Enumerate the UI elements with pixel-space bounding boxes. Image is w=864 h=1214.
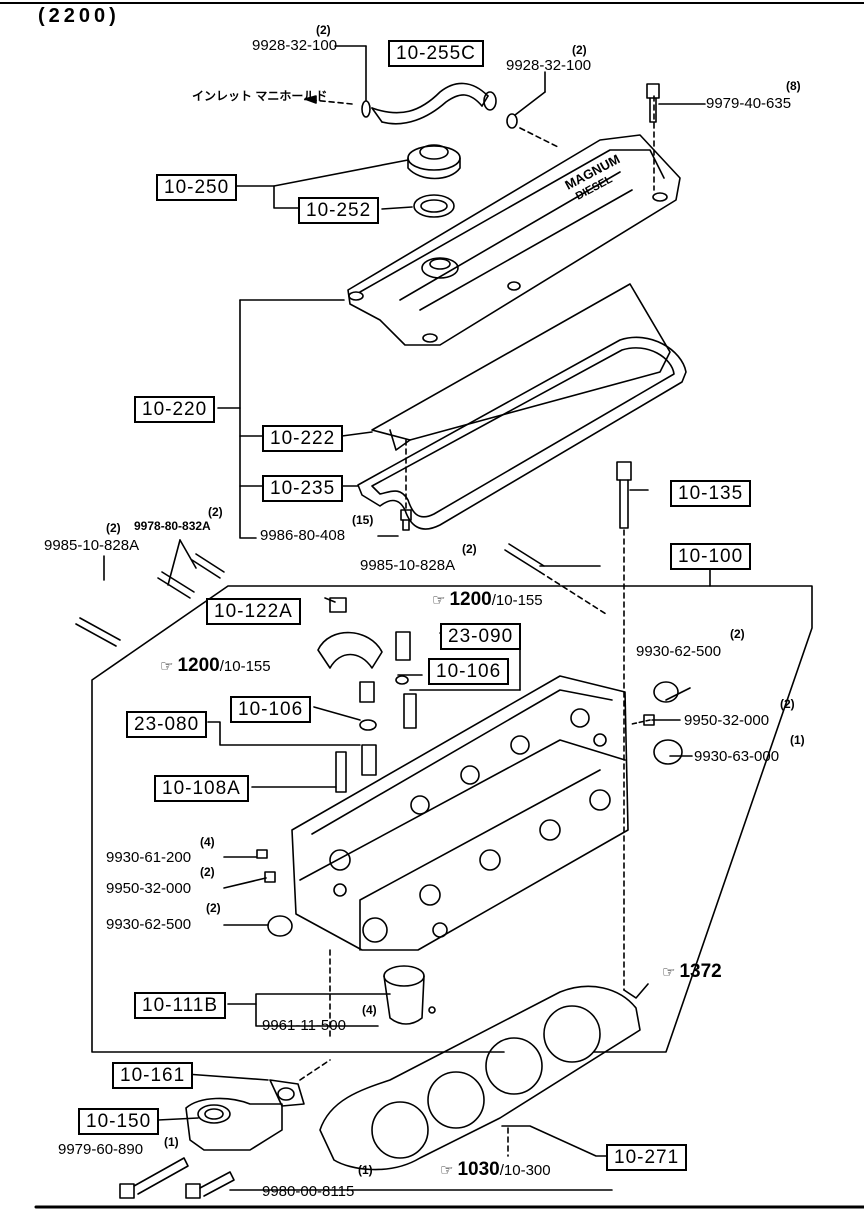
part-number-9928-32-100-right: 9928-32-100 (506, 57, 592, 74)
part-number-9930-63-000: 9930-63-000 (694, 748, 780, 765)
cover-bolt-drawing (646, 83, 706, 123)
part-box-10-161: 10-161 (112, 1062, 194, 1089)
head-gasket-drawing (319, 985, 641, 1171)
part-box-10-252: 10-252 (298, 197, 380, 224)
part-box-10-135: 10-135 (670, 480, 752, 507)
part-box-10-100: 10-100 (670, 543, 752, 570)
pointing-hand-icon: ☞ (160, 658, 174, 675)
cylinder-head-drawing (291, 675, 629, 1041)
ref-1200-upper: ☞1200/10-155 (432, 590, 543, 609)
qty-9979-40-635: (8) (786, 79, 801, 93)
inlet-hose-drawing (304, 45, 561, 149)
part-number-9930-62-500-left: 9930-62-500 (106, 916, 192, 933)
oil-cap-drawing (407, 144, 461, 218)
cover-screw-drawing (400, 439, 412, 531)
valve-cover-drawing (347, 95, 681, 346)
studs-drawing (75, 543, 607, 647)
qty-9979-60-890: (1) (164, 1135, 179, 1149)
qty-9961-11-500: (4) (362, 1003, 377, 1017)
part-number-9985-10-828A-right: 9985-10-828A (360, 557, 456, 574)
water-outlet-drawing (185, 1059, 331, 1151)
qty-9950-32-000-right: (2) (780, 697, 795, 711)
qty-9985-10-828A-left: (2) (106, 521, 121, 535)
qty-9930-62-500-right: (2) (730, 627, 745, 641)
head-bolt-drawing (616, 461, 649, 999)
part-box-10-220: 10-220 (134, 396, 216, 423)
valve-parts-drawing (317, 597, 417, 793)
part-box-10-222: 10-222 (262, 425, 344, 452)
part-box-10-150: 10-150 (78, 1108, 160, 1135)
part-box-10-255C: 10-255C (388, 40, 484, 67)
part-number-9930-61-200: 9930-61-200 (106, 849, 192, 866)
ref-1372: ☞1372 (662, 962, 722, 981)
part-box-10-235: 10-235 (262, 475, 344, 502)
part-number-9950-32-000-right: 9950-32-000 (684, 712, 770, 729)
qty-9930-61-200: (4) (200, 835, 215, 849)
qty-9985-10-828A-right: (2) (462, 542, 477, 556)
qty-9928-32-100-left: (2) (316, 23, 331, 37)
part-number-9986-80-408: 9986-80-408 (260, 527, 346, 544)
part-box-23-090: 23-090 (440, 623, 522, 650)
ref-1200-lower: ☞1200/10-155 (160, 656, 271, 675)
qty-9950-32-000-left: (2) (200, 865, 215, 879)
ref-1200-lower-sub: /10-155 (219, 658, 271, 675)
qty-9980-00-8115: (1) (358, 1163, 373, 1177)
ref-1200-upper-main: 1200 (449, 589, 492, 610)
part-number-9930-62-500-right: 9930-62-500 (636, 643, 722, 660)
part-number-9928-32-100-left: 9928-32-100 (252, 37, 338, 54)
ref-1030: ☞1030/10-300 (440, 1160, 551, 1179)
pointing-hand-icon: ☞ (432, 592, 446, 609)
qty-9930-63-000: (1) (790, 733, 805, 747)
qty-9928-32-100-right: (2) (572, 43, 587, 57)
ref-1030-main: 1030 (457, 1159, 500, 1180)
sleeve-drawing (383, 965, 436, 1025)
plugs-drawing (256, 681, 683, 937)
qty-9986-80-408: (15) (352, 513, 374, 527)
pointing-hand-icon: ☞ (662, 964, 676, 981)
part-number-9979-40-635: 9979-40-635 (706, 95, 792, 112)
part-box-10-108A: 10-108A (154, 775, 249, 802)
part-number-9978-80-832A: 9978-80-832A (134, 519, 211, 533)
ref-1200-lower-main: 1200 (177, 655, 220, 676)
part-box-10-106-upper: 10-106 (428, 658, 510, 685)
bottom-bolts-drawing (119, 1157, 235, 1199)
leader-lines (91, 159, 813, 1191)
part-number-9961-11-500: 9961-11-500 (262, 1017, 346, 1034)
part-number-9950-32-000-left: 9950-32-000 (106, 880, 192, 897)
ref-1372-main: 1372 (679, 961, 722, 982)
part-box-10-250: 10-250 (156, 174, 238, 201)
pointing-hand-icon: ☞ (440, 1162, 454, 1179)
ref-1030-sub: /10-300 (499, 1162, 551, 1179)
part-box-10-122A: 10-122A (206, 598, 301, 625)
part-number-9985-10-828A-left: 9985-10-828A (44, 537, 140, 554)
page-title: (2200) (38, 5, 120, 27)
qty-9930-62-500-left: (2) (206, 901, 221, 915)
part-number-9980-00-8115: 9980-00-8115 (262, 1183, 355, 1200)
ref-1200-upper-sub: /10-155 (491, 592, 543, 609)
part-number-9979-60-890: 9979-60-890 (58, 1141, 144, 1158)
inlet-manifold-label: インレット マニホールド (192, 89, 328, 103)
part-box-10-111B: 10-111B (134, 992, 227, 1019)
cover-gasket-drawing (357, 283, 687, 530)
part-box-23-080: 23-080 (126, 711, 208, 738)
part-box-10-271: 10-271 (606, 1144, 688, 1171)
qty-9978-80-832A: (2) (208, 505, 223, 519)
part-box-10-106-lower: 10-106 (230, 696, 312, 723)
